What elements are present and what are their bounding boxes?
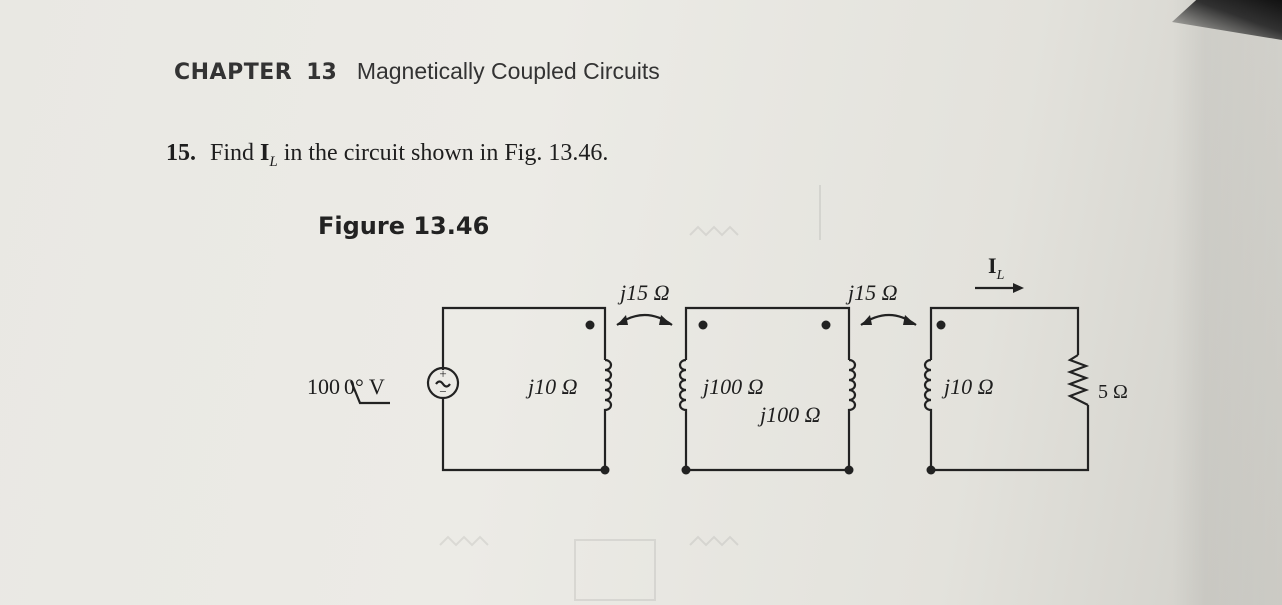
angle-symbol: [349, 380, 390, 405]
problem-text-before: Find: [210, 140, 255, 166]
inductor-coil-4: [923, 358, 933, 442]
inductor-1-label: j10 Ω: [525, 374, 578, 399]
coupling-arrowhead-right-a: [861, 315, 872, 325]
source-minus: −: [439, 384, 446, 399]
wire-loop1-bottom: [441, 397, 607, 472]
coupling-arrowhead-left-a: [617, 315, 628, 325]
chapter-word: CHAPTER: [174, 60, 293, 85]
current-label-symbol: I: [988, 253, 997, 278]
voltage-source-circle: [426, 366, 460, 400]
coupling-arrowhead-right-b: [903, 315, 916, 325]
chapter-number: 13: [306, 60, 337, 85]
resistor-zigzag: [1066, 354, 1090, 406]
inductor-4-label: j10 Ω: [941, 374, 994, 399]
polarity-dot-2: [698, 320, 708, 330]
page-edge: [1172, 0, 1282, 605]
junction-4: [926, 465, 936, 475]
wire-loop3-bottom: [929, 405, 1090, 472]
chapter-header: CHAPTER 13 Magnetically Coupled Circuits: [174, 58, 660, 85]
inductor-coil-3: [847, 358, 857, 442]
wire-loop3-top: [929, 306, 1080, 360]
current-symbol: I: [260, 140, 270, 166]
source-plus: +: [439, 366, 446, 381]
coupling-arrowhead-left-b: [659, 315, 672, 325]
inductor-coil-1: [603, 358, 613, 442]
current-arrowhead: [1013, 283, 1024, 293]
inductor-2-label: j100 Ω: [700, 374, 764, 399]
source-angle: 0°: [344, 374, 364, 399]
polarity-dot-3: [821, 320, 831, 330]
ac-symbol-icon: [435, 380, 451, 388]
current-label-sub: L: [996, 268, 1005, 283]
wire-loop2-bottom: [684, 442, 851, 472]
wire-loop2-top: [684, 306, 851, 360]
source-unit: V: [369, 374, 385, 399]
problem-number: 15.: [166, 140, 196, 166]
junction-2: [681, 465, 691, 475]
wire-loop1-top: [441, 306, 607, 370]
polarity-dot-1: [585, 320, 595, 330]
polarity-dot-4: [936, 320, 946, 330]
source-magnitude: 100: [307, 374, 340, 399]
resistor-label: 5 Ω: [1098, 381, 1128, 403]
current-subscript: L: [269, 153, 278, 170]
problem-statement: 15. Find IL in the circuit shown in Fig.…: [166, 140, 608, 171]
current-label: IL: [988, 253, 1005, 283]
coupling-right-label: j15 Ω: [845, 280, 898, 305]
junction-1: [600, 465, 610, 475]
figure-title: Figure 13.46: [318, 212, 490, 240]
inductor-3-label: j100 Ω: [757, 402, 821, 427]
junction-3: [844, 465, 854, 475]
problem-text-after: in the circuit shown in Fig. 13.46.: [283, 140, 609, 166]
chapter-title: Magnetically Coupled Circuits: [356, 58, 660, 84]
coupling-left-label: j15 Ω: [617, 280, 670, 305]
inductor-coil-2: [678, 358, 688, 442]
